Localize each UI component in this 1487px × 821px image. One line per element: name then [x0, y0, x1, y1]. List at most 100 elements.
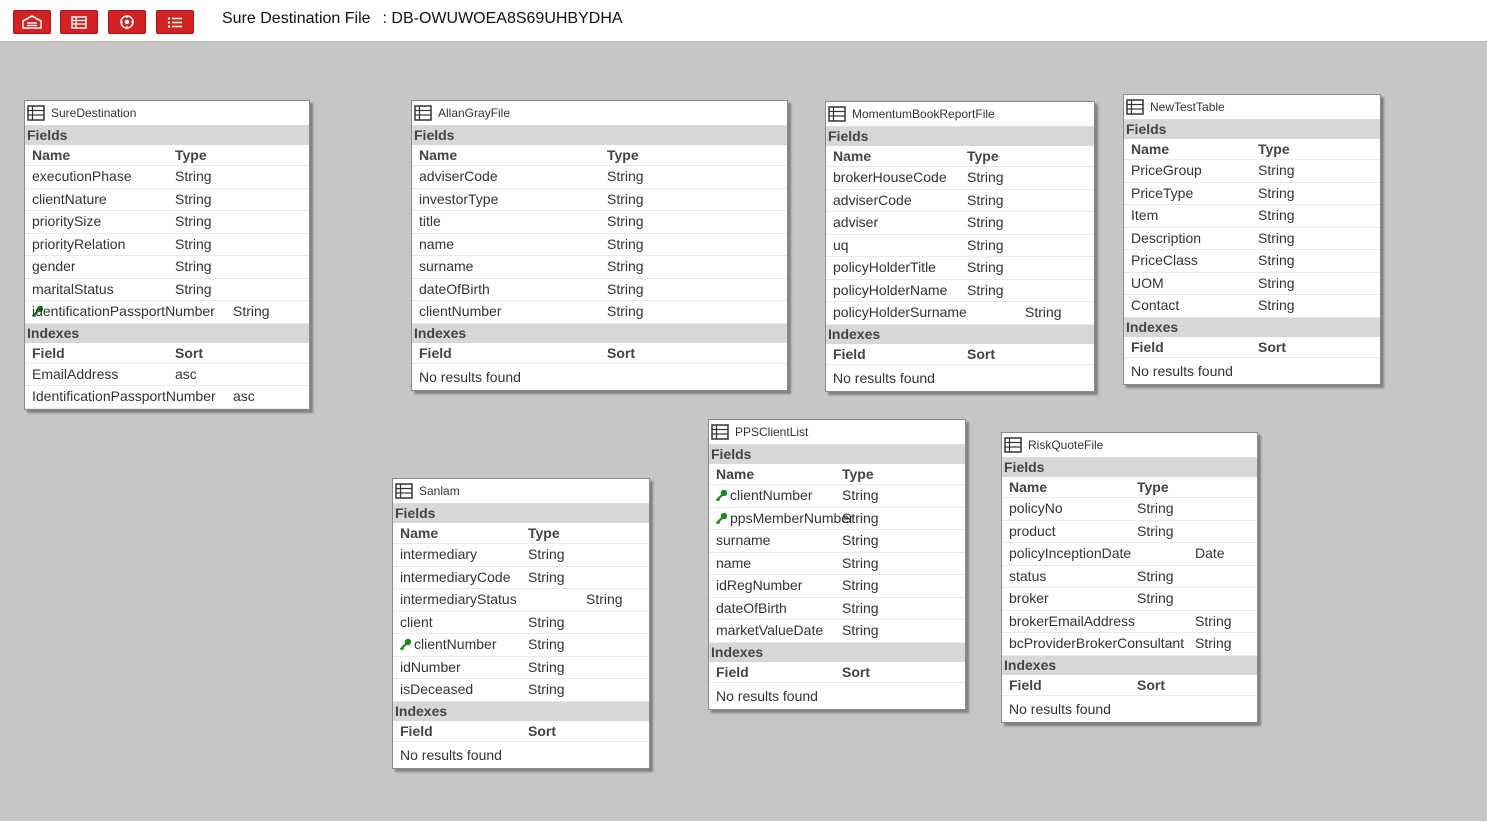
table-card-header[interactable]: RiskQuoteFile	[1002, 433, 1257, 458]
storage-button[interactable]	[13, 10, 51, 34]
name-column-header: Name	[400, 525, 439, 541]
table-card-header[interactable]: AllanGrayFile	[412, 101, 787, 126]
field-column-header: Field	[419, 344, 452, 361]
field-name: policyHolderName	[833, 281, 948, 298]
type-column-header: Type	[842, 466, 874, 482]
field-type: String	[528, 681, 565, 697]
field-column-header: Field	[32, 344, 65, 361]
table-view-button[interactable]	[60, 10, 98, 34]
field-type: String	[175, 168, 212, 184]
top-toolbar: Sure Destination File: DB-OWUWOEA8S69UHB…	[0, 0, 1487, 42]
field-name: dateOfBirth	[419, 280, 490, 297]
table-card-header[interactable]: NewTestTable	[1124, 95, 1380, 120]
type-column-header: Type	[1137, 479, 1169, 495]
indexes-section-label: Indexes	[412, 323, 787, 343]
table-card-header[interactable]: MomentumBookReportFile	[826, 102, 1094, 127]
indexes-section-label: Indexes	[393, 701, 649, 721]
settings-button[interactable]	[108, 10, 146, 34]
field-name: PriceGroup	[1131, 162, 1202, 178]
table-card-header[interactable]: Sanlam	[393, 479, 649, 504]
list-button[interactable]	[156, 10, 194, 34]
no-results-message: No results found	[1131, 362, 1233, 379]
table-name: MomentumBookReportFile	[852, 107, 995, 121]
sort-column-header: Sort	[528, 722, 556, 739]
field-type: String	[842, 622, 879, 638]
field-name: policyHolderSurname	[833, 304, 967, 320]
field-name: gender	[32, 258, 76, 274]
name-column-header: Name	[833, 148, 872, 164]
table-icon	[828, 106, 846, 122]
field-name: policyInceptionDate	[1009, 545, 1132, 561]
indexes-section-label: Indexes	[25, 323, 309, 343]
field-name: Item	[1131, 207, 1159, 223]
field-type: String	[233, 303, 270, 319]
field-column-header: Field	[400, 722, 433, 739]
name-column-header: Name	[419, 147, 458, 163]
table-card-header[interactable]: PPSClientList	[709, 420, 965, 445]
field-type: String	[607, 213, 644, 229]
table-card-header[interactable]: SureDestination	[25, 101, 309, 126]
field-name: intermediaryCode	[400, 568, 511, 585]
